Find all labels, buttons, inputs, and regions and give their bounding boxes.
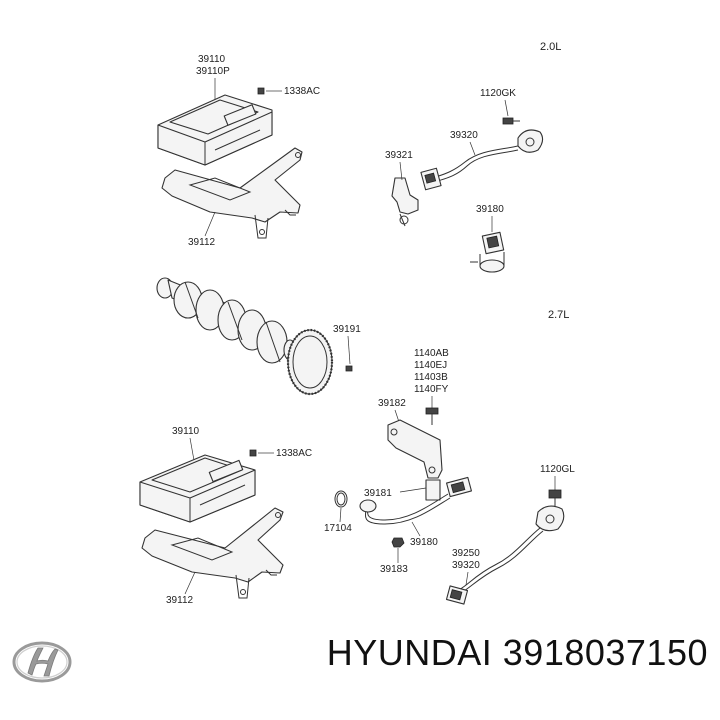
sensor-cover: [425, 479, 441, 501]
label-top-ecu-b: 39110P: [196, 66, 230, 77]
label-cam-bracket-2-7: 39182: [378, 398, 406, 409]
knock-sensor-connector-2-7: [445, 585, 469, 605]
label-bolt-list-0: 1140AB: [414, 348, 449, 359]
label-bolt-1120gl: 1120GL: [540, 464, 575, 475]
knock-sensor-2-7: [457, 505, 565, 594]
top-ecu-module: [157, 94, 273, 166]
crank-target-wheel: [286, 328, 334, 396]
label-bolt-list-3: 1140FY: [414, 384, 449, 395]
bottom-ecu-module: [139, 454, 256, 523]
bolt-39183: [391, 537, 405, 548]
section-label-2-7l: 2.7L: [548, 309, 569, 321]
label-bolt-list-1: 1140EJ: [414, 360, 447, 371]
hyundai-logo: [12, 641, 72, 683]
cam-bracket-2-7: [387, 419, 443, 479]
label-top-screw: 1338AC: [284, 86, 320, 97]
label-knock-sensor-2-0: 39320: [450, 130, 478, 141]
bolt-1140: [425, 407, 439, 425]
bolt-1120gk: [502, 117, 520, 125]
top-ecu-bracket: [161, 147, 303, 239]
crankshaft: [156, 277, 297, 364]
parts-diagram: 2.0L 2.7L 39110 39110P 1338AC 39112 1120…: [139, 41, 575, 606]
bottom-ecu-screw: [249, 449, 274, 457]
cam-bracket-2-0: [391, 177, 419, 227]
label-bolt-1120gk: 1120GK: [480, 88, 516, 99]
label-top-bracket: 39112: [188, 237, 216, 248]
label-bot-ecu: 39110: [172, 426, 200, 437]
top-ecu-screw: [257, 87, 282, 95]
target-wheel-screw: [345, 365, 353, 372]
label-cam-sensor-2-0: 39180: [476, 204, 504, 215]
crank-sensor-2-7: [359, 476, 472, 525]
label-bolt-list-2: 11403B: [414, 372, 448, 383]
label-bolt-2-7: 39183: [380, 564, 408, 575]
label-top-ecu-a: 39110: [198, 54, 226, 65]
brand-name: HYUNDAI: [326, 632, 493, 673]
label-cam-bracket-2-0: 39321: [385, 150, 413, 161]
label-sensor-cover: 39181: [364, 488, 392, 499]
label-crank-sensor-2-7: 39180: [410, 537, 438, 548]
label-knock-b: 39320: [452, 560, 480, 571]
label-bot-screw: 1338AC: [276, 448, 312, 459]
label-knock-a: 39250: [452, 548, 480, 559]
label-bot-bracket: 39112: [166, 595, 194, 606]
label-o-ring: 17104: [324, 523, 352, 534]
cam-sensor-2-0: [470, 231, 505, 273]
brand-and-part-number: HYUNDAI 3918037150: [327, 632, 708, 674]
o-ring-17104: [334, 490, 348, 508]
part-number: 3918037150: [502, 632, 708, 673]
knock-sensor-2-0: [432, 129, 544, 183]
label-target-wheel: 39191: [333, 324, 361, 335]
cam-sensor-connector-2-0: [420, 167, 442, 191]
bottom-ecu-bracket: [141, 507, 284, 599]
section-label-2-0l: 2.0L: [540, 41, 561, 53]
